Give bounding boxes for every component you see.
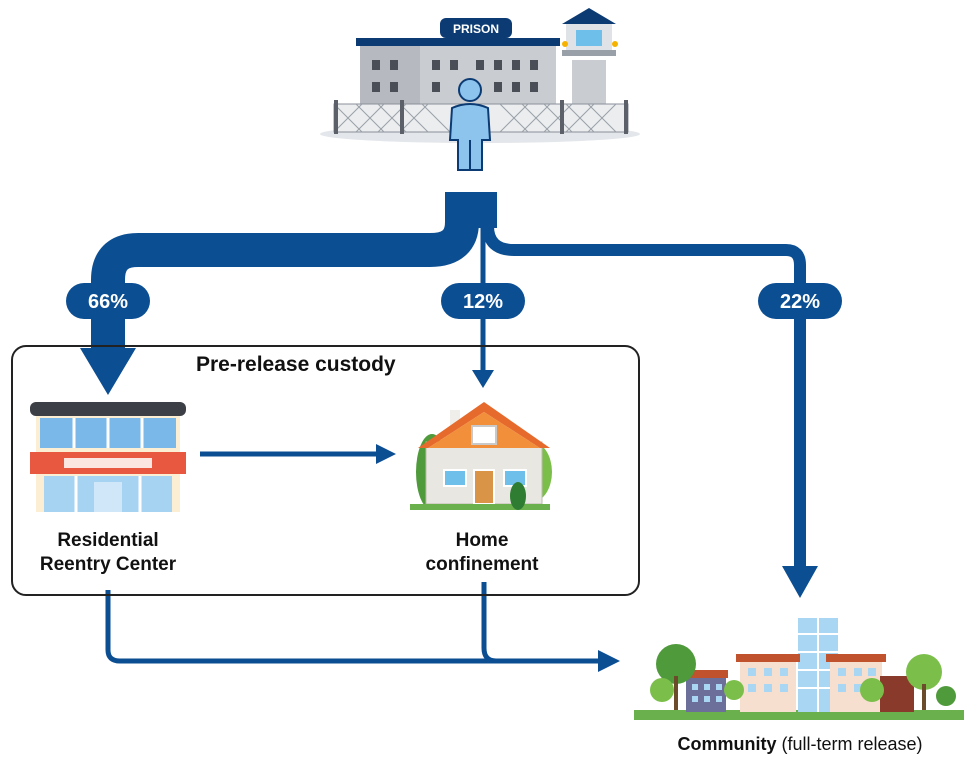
flow-line-reentry-community: [105, 590, 600, 664]
flow-arrowhead-22: [782, 566, 818, 598]
flow-arrowhead-12: [472, 370, 494, 388]
person-icon: [448, 78, 492, 171]
community-label-rest: (full-term release): [776, 734, 923, 754]
reentry-center-label: Residential Reentry Center: [18, 529, 198, 577]
community-icon: [634, 618, 964, 720]
pre-release-box: [11, 345, 640, 596]
reentry-center-icon: [30, 402, 186, 512]
home-confinement-label-line2: confinement: [425, 554, 539, 575]
percent-label-66: 66%: [88, 291, 128, 313]
reentry-center-label-line2: Reentry Center: [39, 554, 177, 575]
percent-badge-22: 22%: [758, 283, 842, 319]
flow-arrowhead-66: [80, 348, 136, 395]
reentry-center-label-line1: Residential: [57, 530, 159, 551]
home-confinement-label-line1: Home: [455, 530, 509, 551]
flow-line-66: [91, 220, 479, 350]
percent-badge-66: 66%: [66, 283, 150, 319]
percent-badge-12: 12%: [441, 283, 525, 319]
flow-line-22: [482, 225, 806, 568]
home-confinement-label: Home confinement: [392, 529, 572, 577]
community-label: Community (full-term release): [630, 734, 970, 755]
community-label-bold: Community: [677, 734, 777, 754]
flow-line-home-community: [481, 582, 497, 664]
home-icon: [410, 402, 552, 510]
percent-label-12: 12%: [463, 291, 503, 313]
prison-icon: PRISON: [320, 8, 640, 171]
flow-arrowhead-community: [598, 650, 620, 672]
prison-sign-text: PRISON: [453, 22, 499, 36]
flow-arrowhead-reentry-home: [376, 444, 396, 464]
pre-release-title: Pre-release custody: [196, 353, 396, 376]
percent-label-22: 22%: [780, 291, 820, 313]
